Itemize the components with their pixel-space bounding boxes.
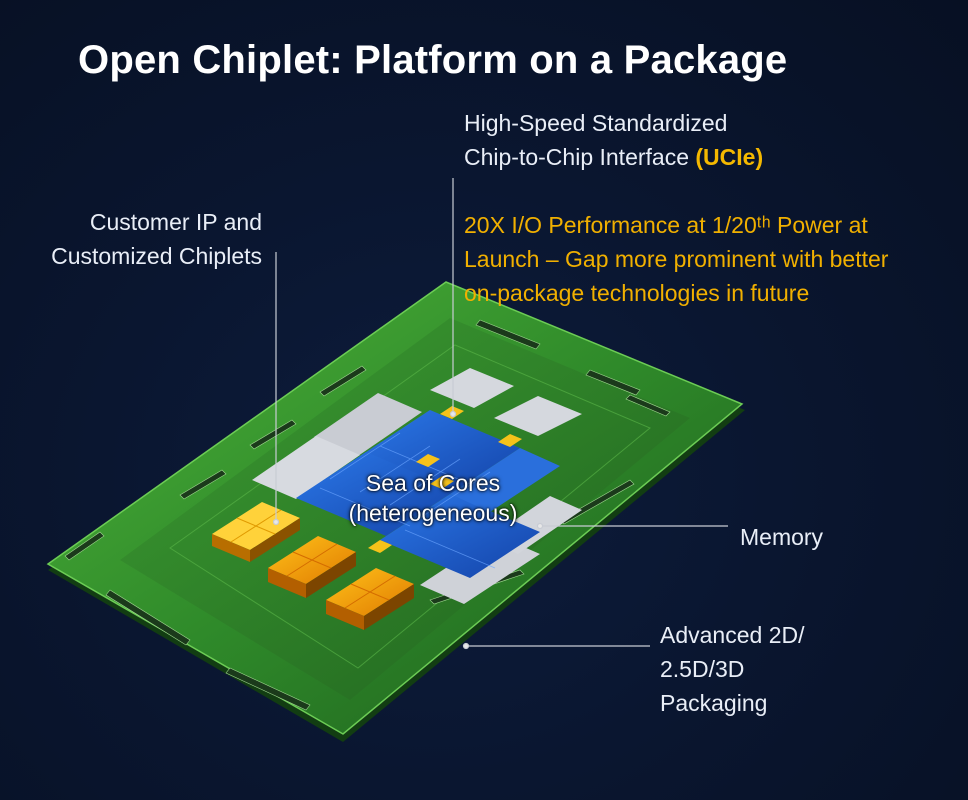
cores-line-1: Sea of Cores	[365, 470, 501, 496]
perf-line-2: Launch – Gap more prominent with better	[464, 246, 889, 272]
sea-of-cores	[296, 410, 560, 578]
packaging-line-3: Packaging	[660, 690, 768, 716]
performance-label: 20X I/O Performance at 1/20ᵗʰ Power at L…	[464, 208, 888, 310]
slide-title: Open Chiplet: Platform on a Package	[78, 38, 788, 82]
perf-line-1: 20X I/O Performance at 1/20ᵗʰ Power at	[464, 212, 868, 238]
interface-line-2: Chip-to-Chip Interface (UCIe)	[464, 140, 763, 174]
memory-label: Memory	[740, 524, 824, 550]
perf-line-3: on-package technologies in future	[464, 280, 810, 306]
customer-line-2: Customized Chiplets	[51, 243, 262, 269]
packaging-line-1: Advanced 2D/	[660, 622, 805, 648]
interface-line-2-text: Chip-to-Chip Interface	[464, 144, 689, 170]
customer-ip-label: Customer IP and Customized Chiplets	[18, 205, 262, 273]
customer-line-1: Customer IP and	[89, 209, 262, 235]
callout-lines	[272, 178, 728, 650]
sea-of-cores-label: Sea of Cores (heterogeneous)	[318, 468, 548, 528]
custom-chiplets	[212, 502, 414, 630]
interface-line-1: High-Speed Standardized	[464, 110, 728, 136]
cores-line-2: (heterogeneous)	[348, 500, 518, 526]
packaging-label: Advanced 2D/ 2.5D/3D Packaging	[660, 618, 804, 720]
packaging-line-2: 2.5D/3D	[660, 656, 745, 682]
interface-label: High-Speed Standardized Chip-to-Chip Int…	[464, 106, 763, 174]
ucie-highlight: (UCIe)	[695, 144, 764, 170]
